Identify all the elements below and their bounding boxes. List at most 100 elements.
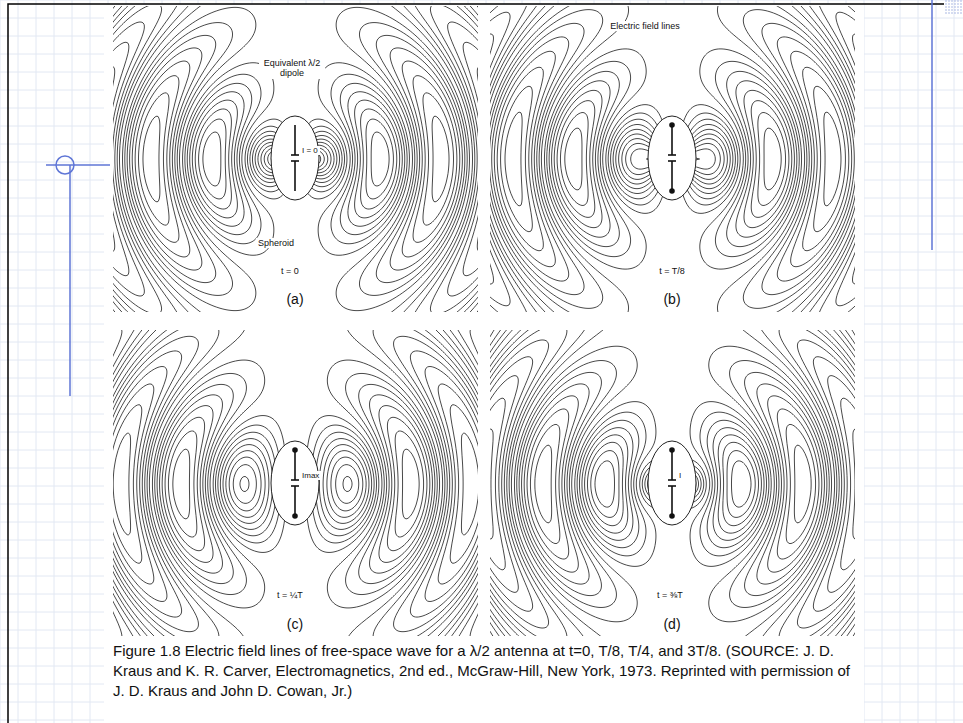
antenna-end <box>670 123 674 127</box>
field-panel <box>490 6 855 312</box>
field-line <box>501 86 846 232</box>
time-label: t = 0 <box>279 266 301 276</box>
antenna-arm <box>671 486 673 516</box>
field-line <box>490 330 855 636</box>
antenna-end <box>293 514 297 518</box>
field-line <box>490 376 855 593</box>
field-line <box>113 366 478 601</box>
field-line <box>113 330 478 636</box>
spheroid <box>271 441 319 525</box>
field-line <box>490 6 855 312</box>
field-line <box>490 330 855 636</box>
field-line <box>135 76 457 243</box>
field-line <box>497 67 849 251</box>
callout-label: Equivalent λ/2 dipole <box>259 58 325 79</box>
field-line <box>490 6 855 312</box>
field-line <box>113 6 478 312</box>
field-line <box>113 6 478 312</box>
guide-line <box>931 0 933 250</box>
field-line <box>490 330 855 636</box>
field-line <box>113 330 478 636</box>
field-line <box>113 330 478 636</box>
field-line <box>490 330 855 636</box>
field-line <box>113 351 478 617</box>
figure-caption: Figure 1.8 Electric field lines of free-… <box>113 641 861 701</box>
pattern-dot <box>960 12 962 14</box>
field-line <box>130 48 478 312</box>
pattern-dot <box>945 3 947 5</box>
field-line <box>113 6 478 312</box>
panel-letter: (a) <box>284 291 305 307</box>
field-line <box>113 330 478 636</box>
pattern-dot <box>948 6 950 8</box>
field-line <box>113 330 478 636</box>
current-label: Imax <box>300 471 321 480</box>
grid-line <box>0 0 963 1</box>
pattern-dot <box>960 9 962 11</box>
field-line <box>490 330 855 636</box>
field-line <box>490 6 855 312</box>
field-line <box>490 6 855 312</box>
pattern-dot <box>957 3 959 5</box>
callout-label: Spheroid <box>256 238 296 248</box>
field-line <box>490 23 855 294</box>
field-line <box>490 330 855 636</box>
dipole-antenna <box>668 123 676 193</box>
field-line <box>113 6 478 312</box>
field-line <box>490 330 855 636</box>
antenna-arm <box>294 486 296 516</box>
feed-plate <box>668 154 676 156</box>
field-line <box>490 330 855 636</box>
dipole-antenna <box>291 125 299 191</box>
field-line <box>113 6 478 312</box>
field-line <box>494 51 851 266</box>
pattern-dot <box>960 6 962 8</box>
antenna-arm <box>294 161 296 191</box>
field-line <box>113 6 478 312</box>
field-line <box>490 398 855 570</box>
antenna-end <box>670 189 674 193</box>
field-line <box>490 330 855 636</box>
spheroid <box>648 441 696 525</box>
feed-plate <box>668 479 676 481</box>
pattern-dot <box>945 12 947 14</box>
pattern-dot <box>957 6 959 8</box>
field-panel <box>113 330 478 636</box>
field-line <box>113 330 478 636</box>
field-line <box>113 330 478 636</box>
field-line <box>113 6 478 312</box>
field-line <box>113 6 478 312</box>
field-line <box>113 330 478 636</box>
panel-letter: (d) <box>661 616 682 632</box>
panel-letter: (c) <box>285 616 305 632</box>
time-label: t = ⅜T <box>655 590 685 600</box>
field-line <box>490 340 855 628</box>
pattern-dot <box>948 3 950 5</box>
field-line <box>113 405 478 563</box>
field-line <box>490 6 855 312</box>
time-label: t = T/8 <box>657 266 687 276</box>
field-line <box>490 6 855 312</box>
field-line <box>113 6 478 312</box>
field-line <box>113 330 478 636</box>
feed-plate <box>291 154 299 156</box>
field-line <box>113 330 478 636</box>
pattern-dot <box>954 12 956 14</box>
figure-paper <box>104 4 864 723</box>
pattern-dot <box>948 9 950 11</box>
pattern-dot <box>954 6 956 8</box>
time-label: t = ¼T <box>275 590 305 600</box>
field-line <box>113 6 478 312</box>
field-line <box>490 429 855 539</box>
field-line <box>113 330 478 636</box>
field-line <box>113 6 478 312</box>
pattern-dot <box>960 3 962 5</box>
field-line <box>490 6 855 312</box>
feed-plate <box>291 479 299 481</box>
antenna-end <box>670 514 674 518</box>
antenna-arm <box>671 125 673 155</box>
dot-pattern <box>945 0 962 14</box>
pattern-dot <box>951 9 953 11</box>
